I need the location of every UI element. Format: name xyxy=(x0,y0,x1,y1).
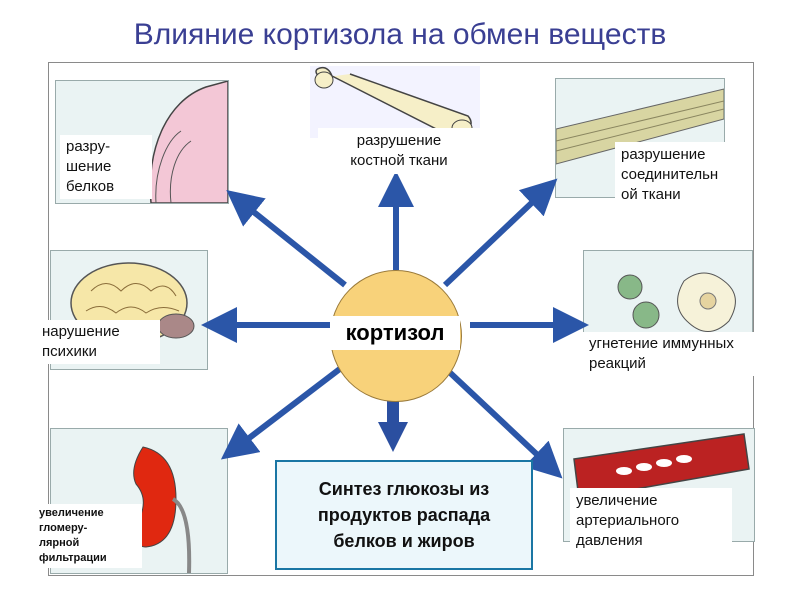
label-bone-destruction: разрушение костной ткани xyxy=(318,128,480,174)
arrow-connective xyxy=(442,178,558,288)
label-immune-suppression: угнетение иммунных реакций xyxy=(583,332,773,376)
label-protein-destruction: разру- шение белков xyxy=(60,135,152,199)
arrow-protein xyxy=(226,190,347,288)
label-psyche-disorder: нарушение психики xyxy=(36,320,160,364)
arrow-pressure xyxy=(442,365,563,479)
label-glomerular-filtration: увеличение гломеру- лярной фильтрации xyxy=(34,504,142,568)
arrow-kidney xyxy=(220,362,347,460)
label-connective-destruction: разрушение соединительн ой ткани xyxy=(615,142,745,208)
label-pressure-increase: увеличение артериального давления xyxy=(570,488,732,554)
bone-illustration xyxy=(310,66,480,138)
glucose-synthesis-box: Синтез глюкозы из продуктов распада белк… xyxy=(275,460,533,570)
cortisol-label: кортизол xyxy=(330,316,460,350)
page-title: Влияние кортизола на обмен веществ xyxy=(133,18,667,51)
